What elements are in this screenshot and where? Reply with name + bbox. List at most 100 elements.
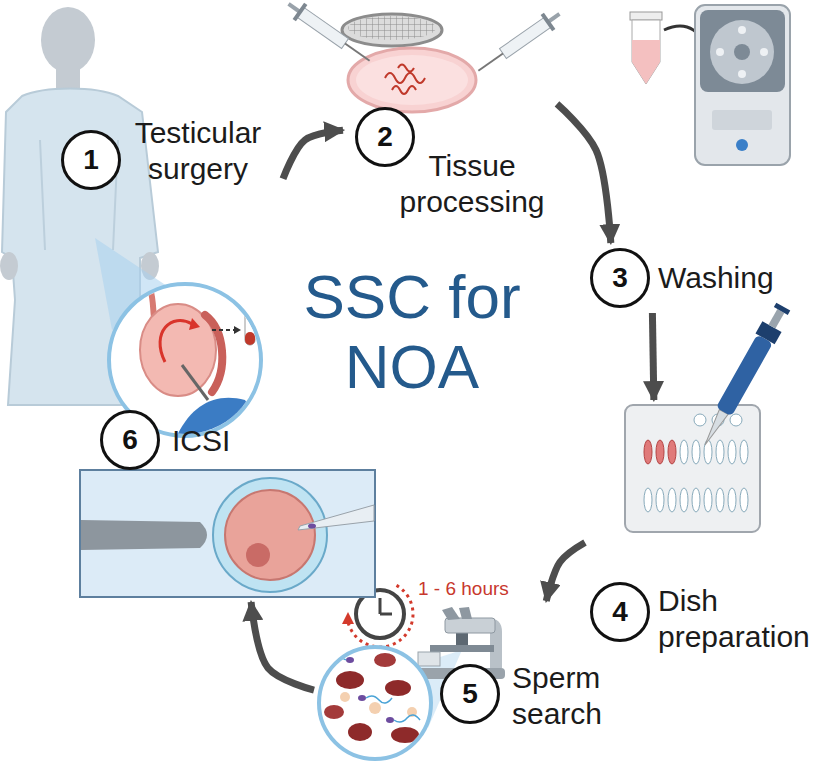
tissue-processing-icon [283, 0, 565, 112]
icsi-panel [80, 470, 375, 597]
duration-note: 1 - 6 hours [418, 578, 509, 600]
icsi-panel [308, 524, 316, 529]
tissue-processing-icon [356, 55, 468, 105]
centrifuge-icon [630, 12, 662, 20]
surgery-inset [189, 318, 200, 330]
flow-arrow [546, 543, 585, 602]
surgery-inset [205, 315, 222, 392]
step-number: 4 [612, 598, 628, 626]
centrifuge-icon [736, 139, 748, 151]
clock-icon [342, 612, 354, 624]
culture-dish-icon [625, 405, 760, 532]
step-number: 5 [462, 680, 478, 708]
culture-dish-icon [716, 488, 724, 512]
step-circle: 6 [100, 410, 160, 470]
sperm-inset [319, 647, 431, 759]
culture-dish-icon [730, 414, 742, 426]
culture-dish-icon [644, 440, 652, 464]
sperm-inset [340, 692, 350, 702]
step-text: Tissue processing [392, 148, 552, 220]
culture-dish-icon [668, 488, 676, 512]
flow-arrow [283, 130, 343, 179]
tissue-processing-icon [297, 7, 349, 48]
flow-arrow [652, 313, 653, 400]
patient-figure [0, 252, 18, 280]
step-text: ICSI [172, 423, 272, 459]
centrifuge-icon [716, 48, 724, 56]
note-text: 1 - 6 hours [418, 578, 509, 599]
step-label: ICSI [172, 423, 272, 459]
clock-icon [380, 613, 392, 616]
surgery-inset [234, 326, 241, 334]
icsi-panel [298, 505, 374, 530]
sperm-inset [374, 653, 396, 667]
pipette-icon [701, 409, 728, 447]
title-text: SSC for NOA [303, 262, 520, 401]
surgery-inset [212, 329, 234, 331]
centrifuge-icon [738, 70, 746, 78]
sperm-inset [320, 653, 420, 743]
microscope-icon [445, 618, 495, 633]
surgery-inset [160, 320, 192, 362]
centrifuge-icon [760, 48, 768, 56]
microscope-icon [430, 645, 494, 652]
tissue-processing-icon [342, 14, 442, 46]
culture-dish-icon [656, 440, 664, 464]
centrifuge-icon [700, 10, 785, 92]
tissue-processing-icon [348, 16, 436, 40]
pipette-icon [768, 309, 784, 329]
icsi-panel [246, 543, 270, 567]
culture-dish-icon [656, 488, 664, 512]
sperm-inset [358, 695, 366, 701]
microscope-icon [459, 607, 472, 619]
microscope-icon [418, 652, 440, 666]
icsi-panel [225, 490, 315, 580]
step-circle: 5 [440, 664, 500, 724]
centrifuge-icon [630, 5, 790, 165]
connector-group [251, 104, 654, 690]
culture-dish-icon [694, 414, 706, 426]
sperm-inset [391, 727, 419, 743]
sperm-inset [348, 723, 372, 741]
step-text: Testicular surgery [118, 115, 278, 187]
sperm-inset [320, 658, 346, 665]
culture-dish-icon [680, 488, 688, 512]
surgery-inset [182, 365, 208, 400]
tissue-processing-icon [541, 13, 556, 32]
step-number: 6 [122, 426, 138, 454]
step-circle: 4 [590, 582, 650, 642]
step-text: Washing [658, 260, 798, 296]
surgery-inset [140, 288, 270, 440]
step-circle: 2 [355, 107, 415, 167]
culture-dish-icon [740, 488, 748, 512]
culture-dish-icon [716, 440, 724, 464]
culture-dish-icon [625, 405, 760, 532]
surgery-inset [245, 332, 255, 345]
tissue-processing-icon [345, 44, 370, 61]
centrifuge-icon [632, 40, 660, 84]
surgery-inset [245, 305, 255, 345]
sperm-inset [385, 680, 411, 696]
centrifuge-icon [738, 26, 746, 34]
sperm-inset [319, 647, 431, 759]
sperm-inset [366, 696, 392, 703]
sperm-inset [369, 702, 381, 714]
step-number: 3 [612, 264, 628, 292]
diagram-title: SSC for NOA [262, 262, 562, 402]
step-text: Dish preparation [658, 583, 818, 655]
step-label: Sperm search [512, 660, 622, 732]
sperm-inset [386, 717, 394, 723]
step-label: Testicular surgery [118, 115, 278, 187]
culture-dish-icon [728, 440, 736, 464]
flow-arrow [251, 602, 314, 690]
sperm-inset [336, 671, 364, 689]
pipette-icon [695, 301, 792, 450]
culture-dish-icon [692, 440, 700, 464]
culture-dish-icon [704, 488, 712, 512]
tissue-processing-icon [348, 48, 476, 112]
culture-dish-icon [740, 440, 748, 464]
pipette-icon [774, 303, 790, 315]
centrifuge-icon [632, 20, 660, 84]
step-number: 1 [83, 146, 99, 174]
